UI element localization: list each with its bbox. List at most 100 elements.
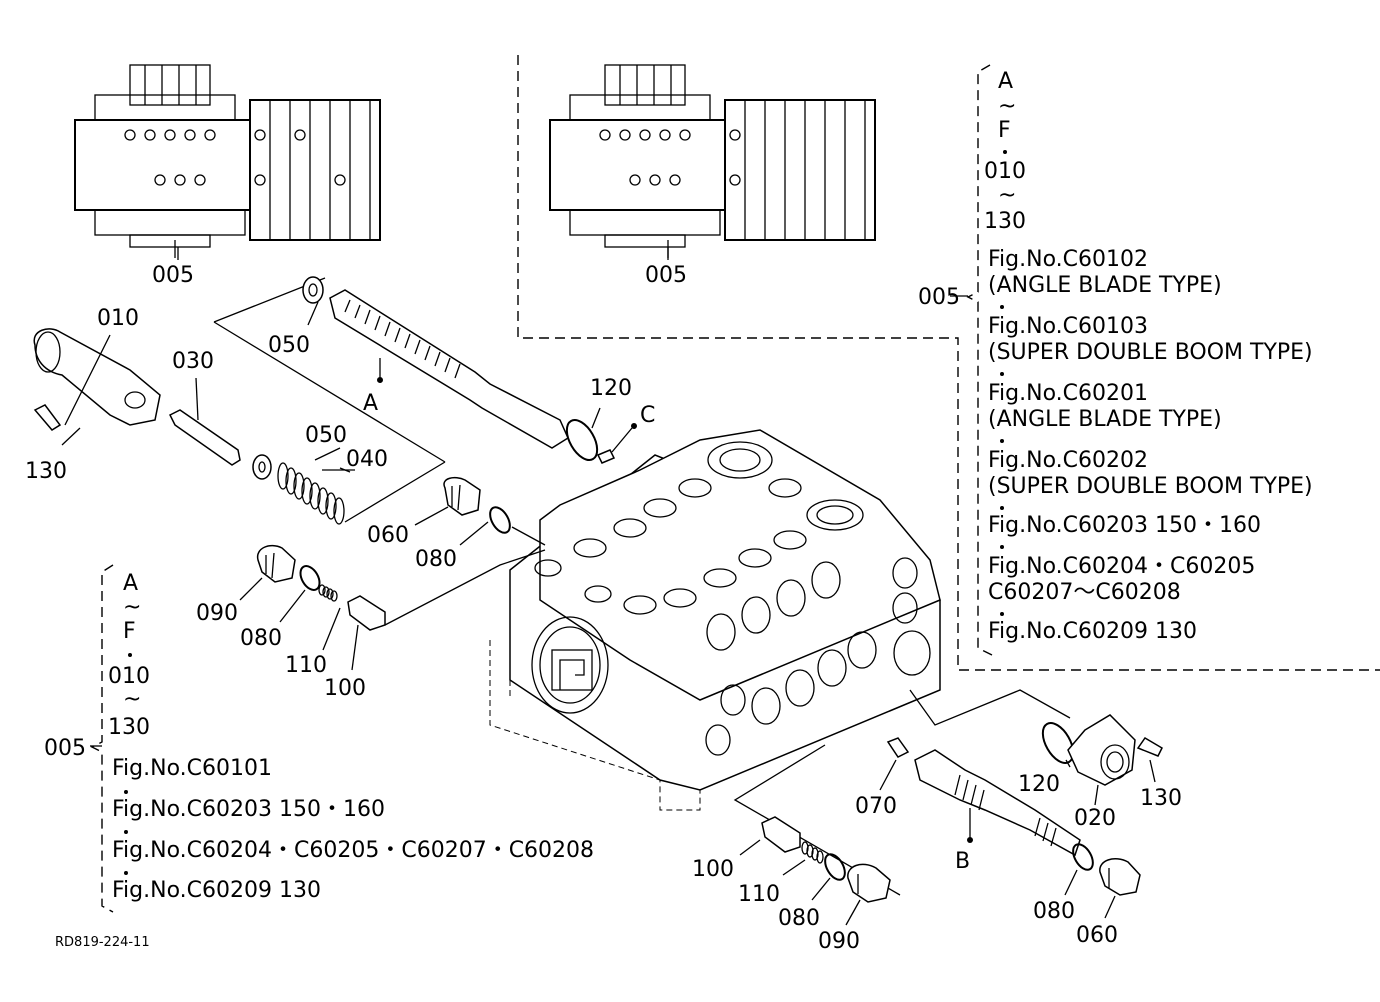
callout-050-lower: 050 (305, 423, 347, 448)
note-left-part-start: 010 (108, 664, 150, 689)
note-left-entry: Fig.No.C60101 (112, 756, 272, 781)
note-left-entry: Fig.No.C60203 150・160 (112, 797, 385, 822)
valve-assembly-thumbnail-right (549, 64, 876, 260)
callout-060-lower: 060 (1076, 923, 1118, 948)
callout-010: 010 (97, 306, 139, 331)
cap-020 (1067, 714, 1136, 786)
callout-110-lower: 110 (738, 882, 780, 907)
plug-060-lower (1099, 858, 1141, 896)
note-right-entry: Fig.No.C60102 (988, 247, 1148, 272)
washer-050-lower (252, 454, 272, 480)
plug-090-lower (847, 863, 891, 903)
spring-040 (277, 462, 345, 525)
callouts: 005 005 010 030 050 050 040 060 080 120 … (25, 263, 1182, 954)
note-right-entry: (SUPER DOUBLE BOOM TYPE) (988, 474, 1313, 499)
check-plug-c (596, 449, 616, 464)
reference-letter-c: C (640, 403, 655, 428)
note-right-part-tilde: ~ (998, 183, 1016, 208)
relief-plug-lower-group (761, 816, 891, 903)
bolt-130-left (33, 404, 62, 431)
note-right-range-tilde: ~ (998, 94, 1016, 119)
spool-b-group (733, 689, 1163, 896)
applicability-note-left: 005 A ~ F 010 ~ 130 Fig.No.C60101 Fig.No… (44, 571, 594, 903)
spring-110-lower (801, 841, 824, 864)
drawing-code: RD819-224-11 (55, 935, 150, 950)
note-right-range-start: A (998, 69, 1013, 94)
valve-assembly-thumbnail-left (74, 64, 381, 260)
o-ring-080-right (1072, 843, 1094, 871)
callout-020: 020 (1074, 806, 1116, 831)
note-right-entry: Fig.No.C60209 130 (988, 619, 1197, 644)
cap-010 (33, 328, 161, 426)
note-right-entry: (ANGLE BLADE TYPE) (988, 273, 1222, 298)
callout-005-top-right: 005 (645, 263, 687, 288)
note-right-entry: Fig.No.C60202 (988, 448, 1148, 473)
callout-120-lower: 120 (1018, 772, 1060, 797)
note-right-part-start: 010 (984, 159, 1026, 184)
callout-100-left: 100 (324, 676, 366, 701)
relief-plug-left-group (256, 544, 546, 631)
note-left-assembly-label: 005 (44, 736, 86, 761)
applicability-note-right: 005 A ~ F 010 ~ 130 Fig.No.C60102 (ANGLE… (918, 69, 1313, 644)
bolt-130-right (1136, 737, 1163, 757)
note-bracket-left (90, 564, 114, 913)
note-right-entry: (SUPER DOUBLE BOOM TYPE) (988, 340, 1313, 365)
note-right-entry: Fig.No.C60203 150・160 (988, 513, 1261, 538)
dashed-region-border-right (517, 55, 1380, 671)
callout-100-lower: 100 (692, 857, 734, 882)
note-left-range-end: F (123, 619, 136, 644)
note-right-assembly-label: 005 (918, 285, 960, 310)
reference-letter-b: B (955, 849, 970, 874)
note-right-range-end: F (998, 118, 1011, 143)
pin-070 (886, 737, 910, 758)
callout-080-right: 080 (1033, 899, 1075, 924)
spool-a-group (213, 276, 637, 523)
note-left-range-start: A (123, 571, 138, 596)
note-right-entry: Fig.No.C60204・C60205 (988, 554, 1255, 579)
plug-060-upper (443, 476, 481, 516)
spring-110-left (318, 584, 338, 602)
plug-060-upper-group (443, 476, 546, 546)
spool-b (914, 749, 1081, 857)
note-left-range-tilde: ~ (123, 595, 141, 620)
callout-120-upper: 120 (590, 376, 632, 401)
callout-080-upper: 080 (415, 547, 457, 572)
leader-lines (61, 240, 1156, 926)
callout-050-upper: 050 (268, 333, 310, 358)
callout-090-lower: 090 (818, 929, 860, 954)
note-right-entry: (ANGLE BLADE TYPE) (988, 407, 1222, 432)
o-ring-120-upper (565, 419, 599, 461)
note-right-entry: Fig.No.C60201 (988, 381, 1148, 406)
o-ring-120-lower (1041, 722, 1075, 764)
plug-090-left (256, 544, 296, 583)
callout-030: 030 (172, 349, 214, 374)
callout-005-top-left: 005 (152, 263, 194, 288)
o-ring-080-left (299, 565, 321, 591)
poppet-100-left (347, 595, 386, 631)
callout-090-left: 090 (196, 601, 238, 626)
control-valve-body (489, 429, 941, 811)
note-left-part-end: 130 (108, 715, 150, 740)
callout-080-left: 080 (240, 626, 282, 651)
callout-040: 040 (346, 447, 388, 472)
reference-letter-a: A (363, 391, 378, 416)
poppet-100-lower (761, 816, 801, 853)
callout-060-upper: 060 (367, 523, 409, 548)
callout-130-left: 130 (25, 459, 67, 484)
stopper-030 (168, 409, 241, 466)
o-ring-080-upper (489, 506, 511, 534)
callout-080-lower: 080 (778, 906, 820, 931)
note-left-entry: Fig.No.C60209 130 (112, 878, 321, 903)
cap-spring-group (33, 328, 355, 525)
callout-070: 070 (855, 794, 897, 819)
note-right-entry: Fig.No.C60103 (988, 314, 1148, 339)
spool-a (329, 289, 569, 449)
note-bracket-right (966, 64, 993, 656)
callout-110-left: 110 (285, 653, 327, 678)
note-left-part-tilde: ~ (123, 687, 141, 712)
note-left-entry: Fig.No.C60204・C60205・C60207・C60208 (112, 838, 594, 863)
note-right-entry: C60207～C60208 (988, 580, 1181, 605)
callout-130-right: 130 (1140, 786, 1182, 811)
